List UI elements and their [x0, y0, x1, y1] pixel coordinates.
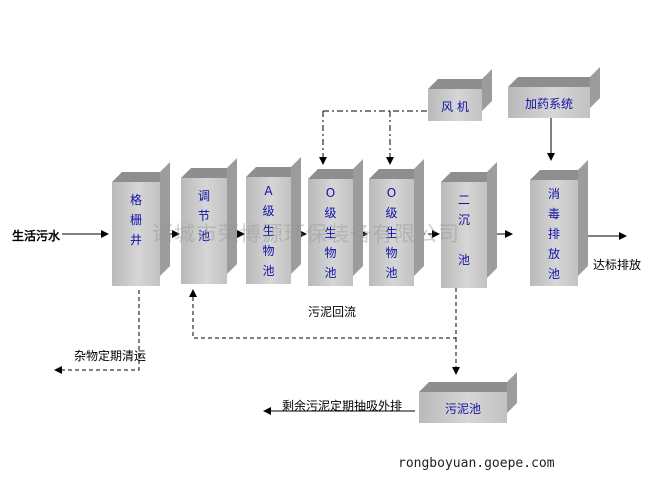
grating-well-label: 格 栅 井 — [129, 193, 142, 247]
source-url: rongboyuan.goepe.com — [398, 456, 555, 471]
a-tank-box: A 级 生 物 池 — [246, 157, 301, 284]
disinfection-tank-label: 消 毒 排 放 池 — [547, 187, 560, 281]
debris-label: 杂物定期清运 — [74, 349, 147, 363]
o-tank-1-box: O 级 生 物 池 — [308, 159, 363, 286]
blower-label: 风 机 — [441, 100, 469, 114]
output-label: 达标排放 — [593, 258, 642, 272]
sludge-tank-label: 污泥池 — [444, 402, 481, 416]
debris-removal-line — [54, 290, 140, 374]
sludge-return-line — [189, 288, 457, 339]
secondary-clarifier-label: 二 沉 池 — [457, 193, 470, 267]
o-tank-2-box: O 级 生 物 池 — [369, 159, 424, 286]
sludge-tank-box: 污泥池 — [419, 372, 517, 423]
o-tank-1-label: O 级 生 物 池 — [324, 186, 337, 280]
regulating-tank-box: 调 节 池 — [181, 158, 237, 284]
o-tank-2-label: O 级 生 物 池 — [385, 186, 398, 280]
blower-box: 风 机 — [428, 69, 492, 121]
dosing-system-box: 加药系统 — [508, 67, 600, 118]
regulating-tank-label: 调 节 池 — [197, 189, 210, 243]
excess-sludge-label: 剩余污泥定期抽吸外排 — [282, 399, 403, 413]
grating-well-box: 格 栅 井 — [112, 162, 170, 286]
secondary-clarifier-box: 二 沉 池 — [441, 162, 497, 288]
sludge-return-label: 污泥回流 — [308, 305, 357, 319]
watermark: 诸城市荣博源环保装备有限公司 — [152, 222, 460, 246]
a-tank-label: A 级 生 物 池 — [262, 184, 275, 278]
input-label: 生活污水 — [12, 229, 61, 243]
disinfection-tank-box: 消 毒 排 放 池 — [530, 160, 588, 286]
dosing-system-label: 加药系统 — [524, 97, 573, 111]
